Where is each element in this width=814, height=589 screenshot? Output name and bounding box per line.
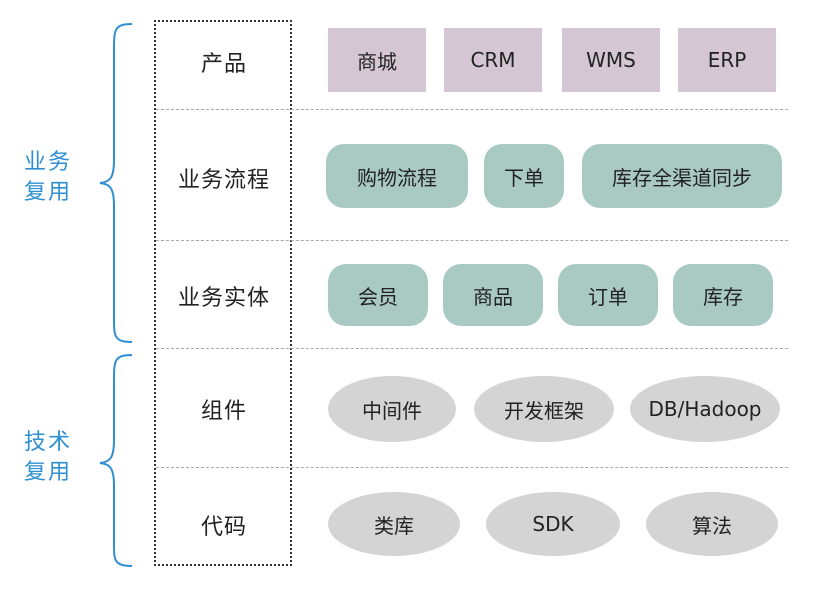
component-framework: 开发框架 [474,376,614,442]
row-label-product: 产品 [200,52,247,77]
process-inventory-sync: 库存全渠道同步 [582,144,782,208]
technical-reuse-label: 技术 复用 [22,428,74,488]
product-wms: WMS [562,28,660,92]
row-label-component: 组件 [200,399,247,424]
component-middleware: 中间件 [328,376,456,442]
technical-reuse-line-2: 复用 [23,460,72,485]
entity-goods: 商品 [443,264,543,326]
business-reuse-label: 业务 复用 [22,148,74,208]
product-mall: 商城 [328,28,426,92]
code-library: 类库 [328,492,460,556]
product-erp: ERP [678,28,776,92]
technical-brace [99,354,133,567]
separator [156,348,788,349]
product-crm: CRM [444,28,542,92]
layer-label-column [154,20,292,566]
row-label-business-entity: 业务实体 [177,286,270,311]
entity-inventory: 库存 [673,264,773,326]
code-algorithm: 算法 [646,492,778,556]
separator [156,467,788,468]
separator [156,109,788,110]
technical-reuse-line-1: 技术 [23,430,72,455]
business-reuse-line-2: 复用 [23,180,72,205]
process-order: 下单 [484,144,564,208]
business-brace [99,23,133,343]
entity-order: 订单 [558,264,658,326]
business-reuse-line-1: 业务 [23,150,72,175]
entity-member: 会员 [328,264,428,326]
row-label-business-process: 业务流程 [177,168,270,193]
separator [156,240,788,241]
process-shopping: 购物流程 [326,144,468,208]
component-db-hadoop: DB/Hadoop [630,376,780,442]
code-sdk: SDK [486,492,620,556]
row-label-code: 代码 [200,515,247,540]
